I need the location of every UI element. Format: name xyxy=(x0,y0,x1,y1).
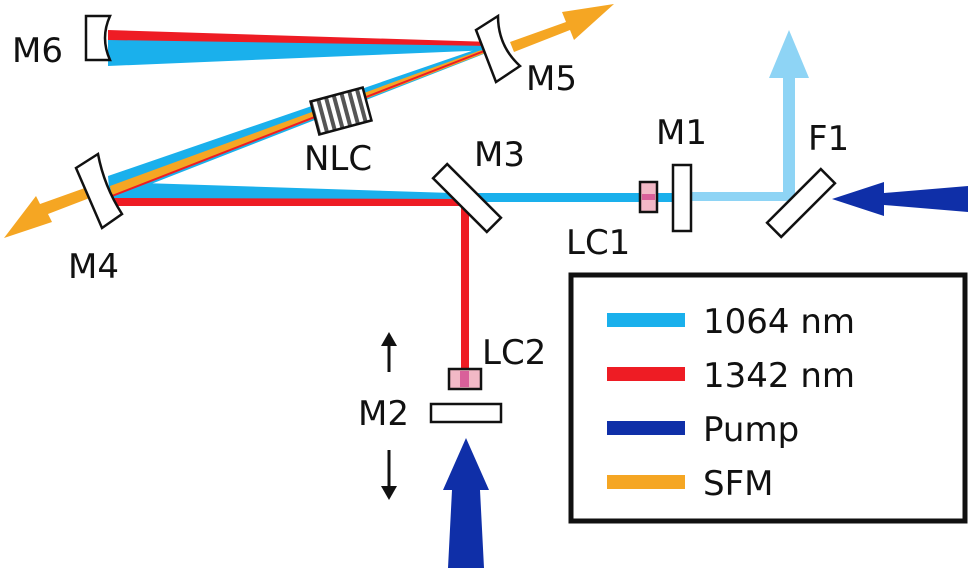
translation-arrow-up-icon xyxy=(381,332,397,372)
mirror-m3 xyxy=(431,162,503,234)
label-m4: M4 xyxy=(68,247,119,287)
legend-item: 1342 nm xyxy=(607,356,855,396)
filter-f1 xyxy=(765,167,837,239)
pump-beam-bottom xyxy=(443,438,489,568)
beam-1064-output-horizontal xyxy=(688,192,790,201)
mirror-m2 xyxy=(429,402,503,424)
legend-swatch xyxy=(607,421,685,435)
legend-item: Pump xyxy=(607,410,799,450)
legend-swatch xyxy=(607,367,685,381)
mirror-m4 xyxy=(74,151,124,230)
label-m5: M5 xyxy=(526,59,577,99)
label-lc1: LC1 xyxy=(566,223,630,263)
pump-beam-right xyxy=(832,182,968,216)
beam-1064-m5-m6 xyxy=(108,38,492,66)
beam-1342-vertical xyxy=(461,202,469,372)
legend-label: SFM xyxy=(703,464,773,504)
mirror-m1 xyxy=(671,163,693,233)
mirror-m6 xyxy=(84,14,112,62)
label-m1: M1 xyxy=(656,113,707,153)
label-m6: M6 xyxy=(12,31,63,71)
laser-crystal-lc2-core xyxy=(460,371,469,387)
legend-swatch xyxy=(607,313,685,327)
legend-label: 1064 nm xyxy=(703,302,855,342)
legend-swatch xyxy=(607,475,685,489)
label-nlc: NLC xyxy=(304,139,372,179)
beam-1064-output-vertical xyxy=(783,76,795,198)
label-f1: F1 xyxy=(808,119,849,159)
translation-arrow-down-icon xyxy=(381,450,397,500)
beam-1342-m5-m6 xyxy=(108,30,492,46)
label-lc2: LC2 xyxy=(482,333,546,373)
mirror-m5 xyxy=(474,13,523,84)
legend-label: 1342 nm xyxy=(703,356,855,396)
laser-crystal-lc1-core xyxy=(642,194,655,200)
beam-1342-horizontal xyxy=(112,198,465,206)
beam-1342-m4-m5 xyxy=(111,47,493,197)
nonlinear-crystal-nlc xyxy=(308,86,374,136)
legend: 1064 nm 1342 nm Pump SFM xyxy=(568,272,968,524)
legend-item: 1064 nm xyxy=(607,302,855,342)
beam-1064-output-arrowhead xyxy=(769,30,809,78)
sfm-output-m4 xyxy=(4,184,100,238)
label-m3: M3 xyxy=(474,135,525,175)
sfm-output-m5 xyxy=(510,4,614,52)
legend-label: Pump xyxy=(703,410,799,450)
legend-item: SFM xyxy=(607,464,773,504)
label-m2: M2 xyxy=(358,394,409,434)
